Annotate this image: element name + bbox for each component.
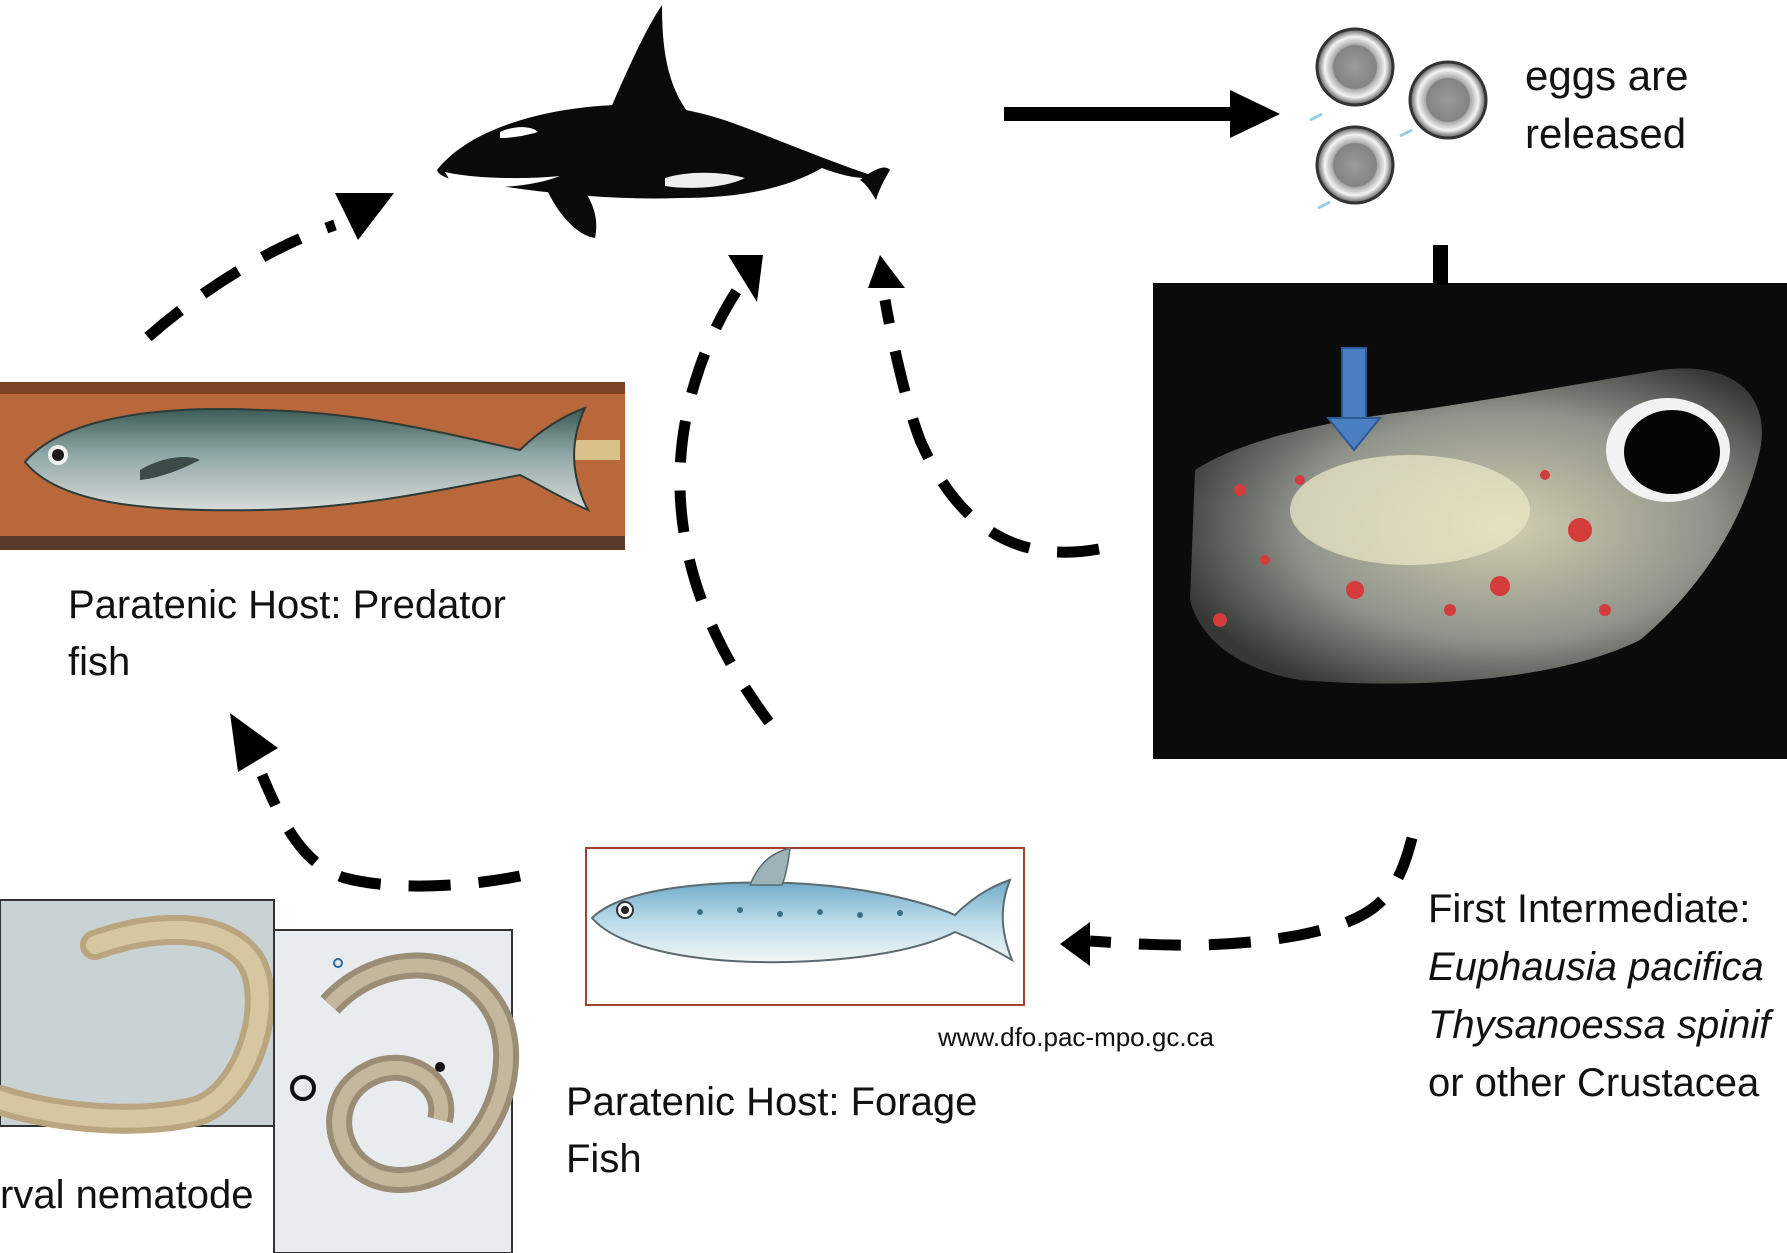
egg-icon (1310, 29, 1486, 208)
forage-label-line2: Fish (566, 1137, 642, 1181)
predator-label-line2: fish (68, 640, 130, 684)
sardine-illustration (586, 848, 1024, 1005)
krill-photo (1153, 283, 1787, 759)
larval-label: rval nematode (0, 1173, 253, 1217)
release-arrow (1004, 90, 1280, 138)
first-intermediate-label-line1: First Intermediate: (1428, 887, 1750, 931)
eggs-to-krill-connector (1433, 245, 1448, 285)
source-url: www.dfo.pac-mpo.gc.ca (937, 1022, 1215, 1052)
krill-to-orca-arrow (868, 255, 1099, 552)
krill-to-forage-arrow (1060, 838, 1412, 966)
forage-label-line1: Paratenic Host: Forage (566, 1080, 977, 1124)
forage-to-orca-arrow (680, 255, 769, 722)
orca-icon (437, 5, 890, 238)
eggs-label-line1: eggs are (1525, 52, 1688, 99)
predator-to-orca-arrow (148, 193, 394, 337)
mackerel-photo (0, 382, 625, 550)
first-intermediate-label-line4: or other Crustacea (1428, 1061, 1760, 1105)
eggs-label-line2: released (1525, 110, 1686, 157)
first-intermediate-label-line3: Thysanoessa spinif (1428, 1003, 1774, 1047)
first-intermediate-label-line2: Euphausia pacifica (1428, 945, 1764, 989)
predator-label-line1: Paratenic Host: Predator (68, 583, 506, 627)
forage-to-predator-arrow (230, 713, 520, 886)
